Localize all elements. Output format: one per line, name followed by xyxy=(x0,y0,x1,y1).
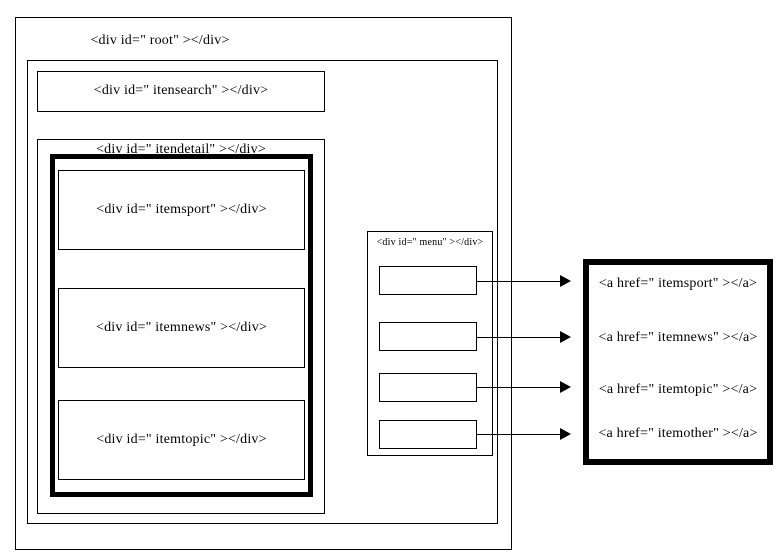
connector-arrowhead-1 xyxy=(560,275,571,287)
link-itemtopic-label[interactable]: <a href=" itemtopic" ></a> xyxy=(598,382,758,397)
links-panel xyxy=(583,259,773,465)
itemnews-box xyxy=(58,288,305,368)
connector-arrowhead-2 xyxy=(560,331,571,343)
menu-item-4[interactable] xyxy=(379,420,477,449)
connector-line-2 xyxy=(477,337,563,338)
itemsport-box xyxy=(58,170,305,250)
itendetail-label: <div id=" itendetail" ></div> xyxy=(96,142,266,157)
root-label: <div id=" root" ></div> xyxy=(90,33,230,48)
link-itemnews-label[interactable]: <a href=" itemnews" ></a> xyxy=(598,330,758,345)
connector-line-4 xyxy=(477,434,563,435)
link-itemsport-label[interactable]: <a href=" itemsport" ></a> xyxy=(598,276,758,291)
connector-arrowhead-4 xyxy=(560,428,571,440)
connector-line-1 xyxy=(477,281,563,282)
itemsport-label: <div id=" itemsport" ></div> xyxy=(96,202,267,217)
itemtopic-box xyxy=(58,400,305,480)
connector-line-3 xyxy=(477,387,563,388)
itensearch-box xyxy=(37,71,325,112)
menu-item-1[interactable] xyxy=(379,266,477,295)
menu-item-2[interactable] xyxy=(379,322,477,351)
menu-item-3[interactable] xyxy=(379,373,477,402)
itemnews-label: <div id=" itemnews" ></div> xyxy=(95,320,268,335)
link-itemother-label[interactable]: <a href=" itemother" ></a> xyxy=(598,426,758,441)
connector-arrowhead-3 xyxy=(560,381,571,393)
itensearch-label: <div id=" itensearch" ></div> xyxy=(93,83,269,98)
itemtopic-label: <div id=" itemtopic" ></div> xyxy=(96,432,267,447)
menu-label: <div id=" menu" ></div> xyxy=(376,237,484,248)
